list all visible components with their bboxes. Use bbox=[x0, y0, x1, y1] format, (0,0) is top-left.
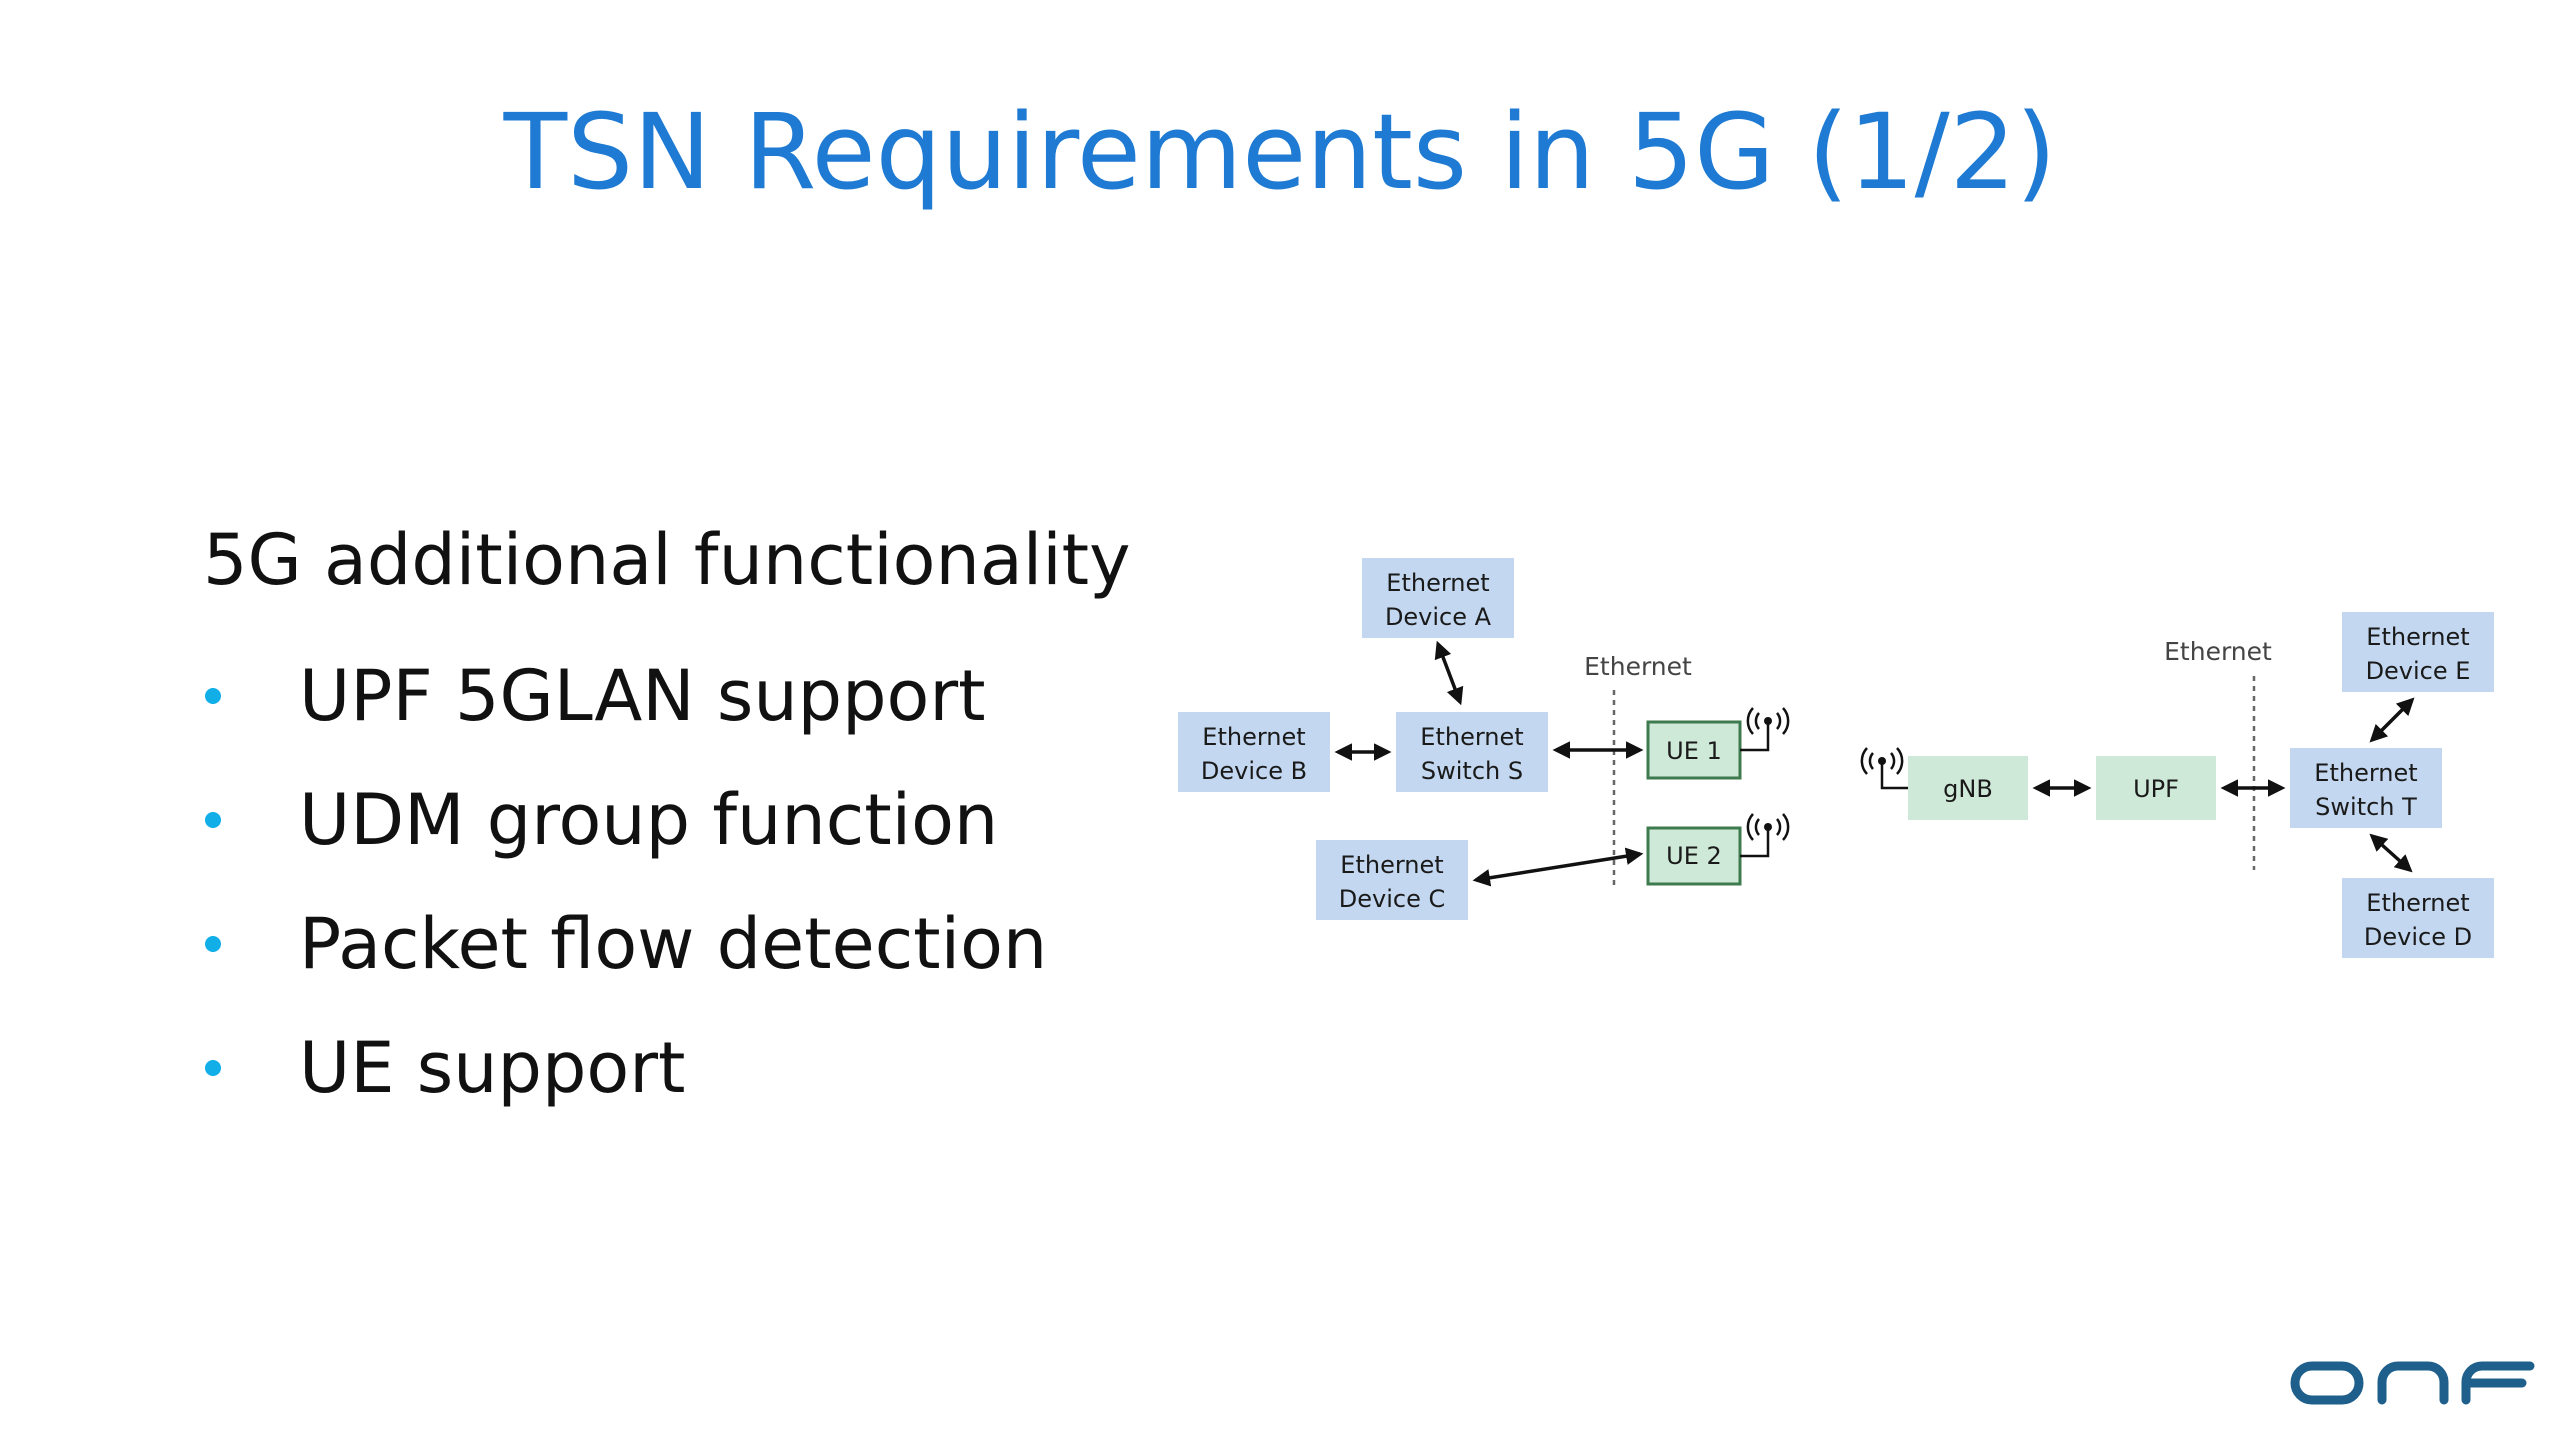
antenna-icon bbox=[1860, 747, 1908, 790]
gnb-node: gNB bbox=[1908, 756, 2028, 820]
switch-s-label-1: Ethernet bbox=[1420, 723, 1523, 751]
bullet-dot-icon bbox=[205, 936, 221, 952]
ethernet-label-right: Ethernet bbox=[2164, 637, 2272, 666]
switch-s-label-2: Switch S bbox=[1421, 757, 1523, 785]
ue-2: UE 2 bbox=[1646, 826, 1742, 886]
device-a-label-1: Ethernet bbox=[1386, 569, 1489, 597]
bullet-text: UPF 5GLAN support bbox=[299, 655, 986, 737]
bullet-item: UE support bbox=[203, 1006, 1131, 1130]
bullet-dot-icon bbox=[205, 812, 221, 828]
bullet-item: UPF 5GLAN support bbox=[203, 634, 1131, 758]
ethernet-switch-t: Ethernet Switch T bbox=[2290, 748, 2442, 828]
bullet-list: UPF 5GLAN support UDM group function Pac… bbox=[203, 634, 1131, 1130]
content-heading: 5G additional functionality bbox=[203, 519, 1131, 601]
ethernet-device-d: Ethernet Device D bbox=[2342, 878, 2494, 958]
device-d-label-2: Device D bbox=[2364, 923, 2472, 951]
bullet-dot-icon bbox=[205, 1060, 221, 1076]
device-b-label-1: Ethernet bbox=[1202, 723, 1305, 751]
device-c-label-1: Ethernet bbox=[1340, 851, 1443, 879]
device-d-label-1: Ethernet bbox=[2366, 889, 2469, 917]
ue-2-label: UE 2 bbox=[1666, 842, 1722, 870]
bullet-text: UDM group function bbox=[299, 779, 999, 861]
arrow-c-ue2 bbox=[1472, 847, 1644, 887]
bullet-dot-icon bbox=[205, 688, 221, 704]
ethernet-device-b: Ethernet Device B bbox=[1178, 712, 1330, 792]
device-a-label-2: Device A bbox=[1385, 603, 1492, 631]
ethernet-switch-s: Ethernet Switch S bbox=[1396, 712, 1548, 792]
arrow-a-s bbox=[1434, 640, 1464, 706]
switch-t-label-2: Switch T bbox=[2315, 793, 2417, 821]
upf-node: UPF bbox=[2096, 756, 2216, 820]
onf-logo-icon bbox=[2290, 1361, 2535, 1405]
device-e-label-1: Ethernet bbox=[2366, 623, 2469, 651]
antenna-icon bbox=[1740, 813, 1790, 858]
bullet-text: UE support bbox=[299, 1027, 686, 1109]
ethernet-label-left: Ethernet bbox=[1584, 652, 1692, 681]
upf-label: UPF bbox=[2133, 775, 2179, 803]
bullet-text: Packet flow detection bbox=[299, 903, 1048, 985]
bullet-item: Packet flow detection bbox=[203, 882, 1131, 1006]
bullet-item: UDM group function bbox=[203, 758, 1131, 882]
ue-1-label: UE 1 bbox=[1666, 737, 1722, 765]
arrow-t-e bbox=[2369, 697, 2415, 743]
device-c-label-2: Device C bbox=[1339, 885, 1445, 913]
ethernet-device-a: Ethernet Device A bbox=[1362, 558, 1514, 638]
ethernet-device-c: Ethernet Device C bbox=[1316, 840, 1468, 920]
device-b-label-2: Device B bbox=[1201, 757, 1307, 785]
ue-1: UE 1 bbox=[1646, 720, 1742, 780]
switch-t-label-1: Ethernet bbox=[2314, 759, 2417, 787]
arrow-t-d bbox=[2369, 833, 2413, 873]
antenna-icon bbox=[1740, 707, 1790, 752]
device-e-label-2: Device E bbox=[2366, 657, 2471, 685]
slide-title: TSN Requirements in 5G (1/2) bbox=[503, 91, 2057, 213]
ethernet-device-e: Ethernet Device E bbox=[2342, 612, 2494, 692]
content-block: 5G additional functionality UPF 5GLAN su… bbox=[203, 510, 1131, 1130]
gnb-label: gNB bbox=[1943, 775, 1993, 803]
